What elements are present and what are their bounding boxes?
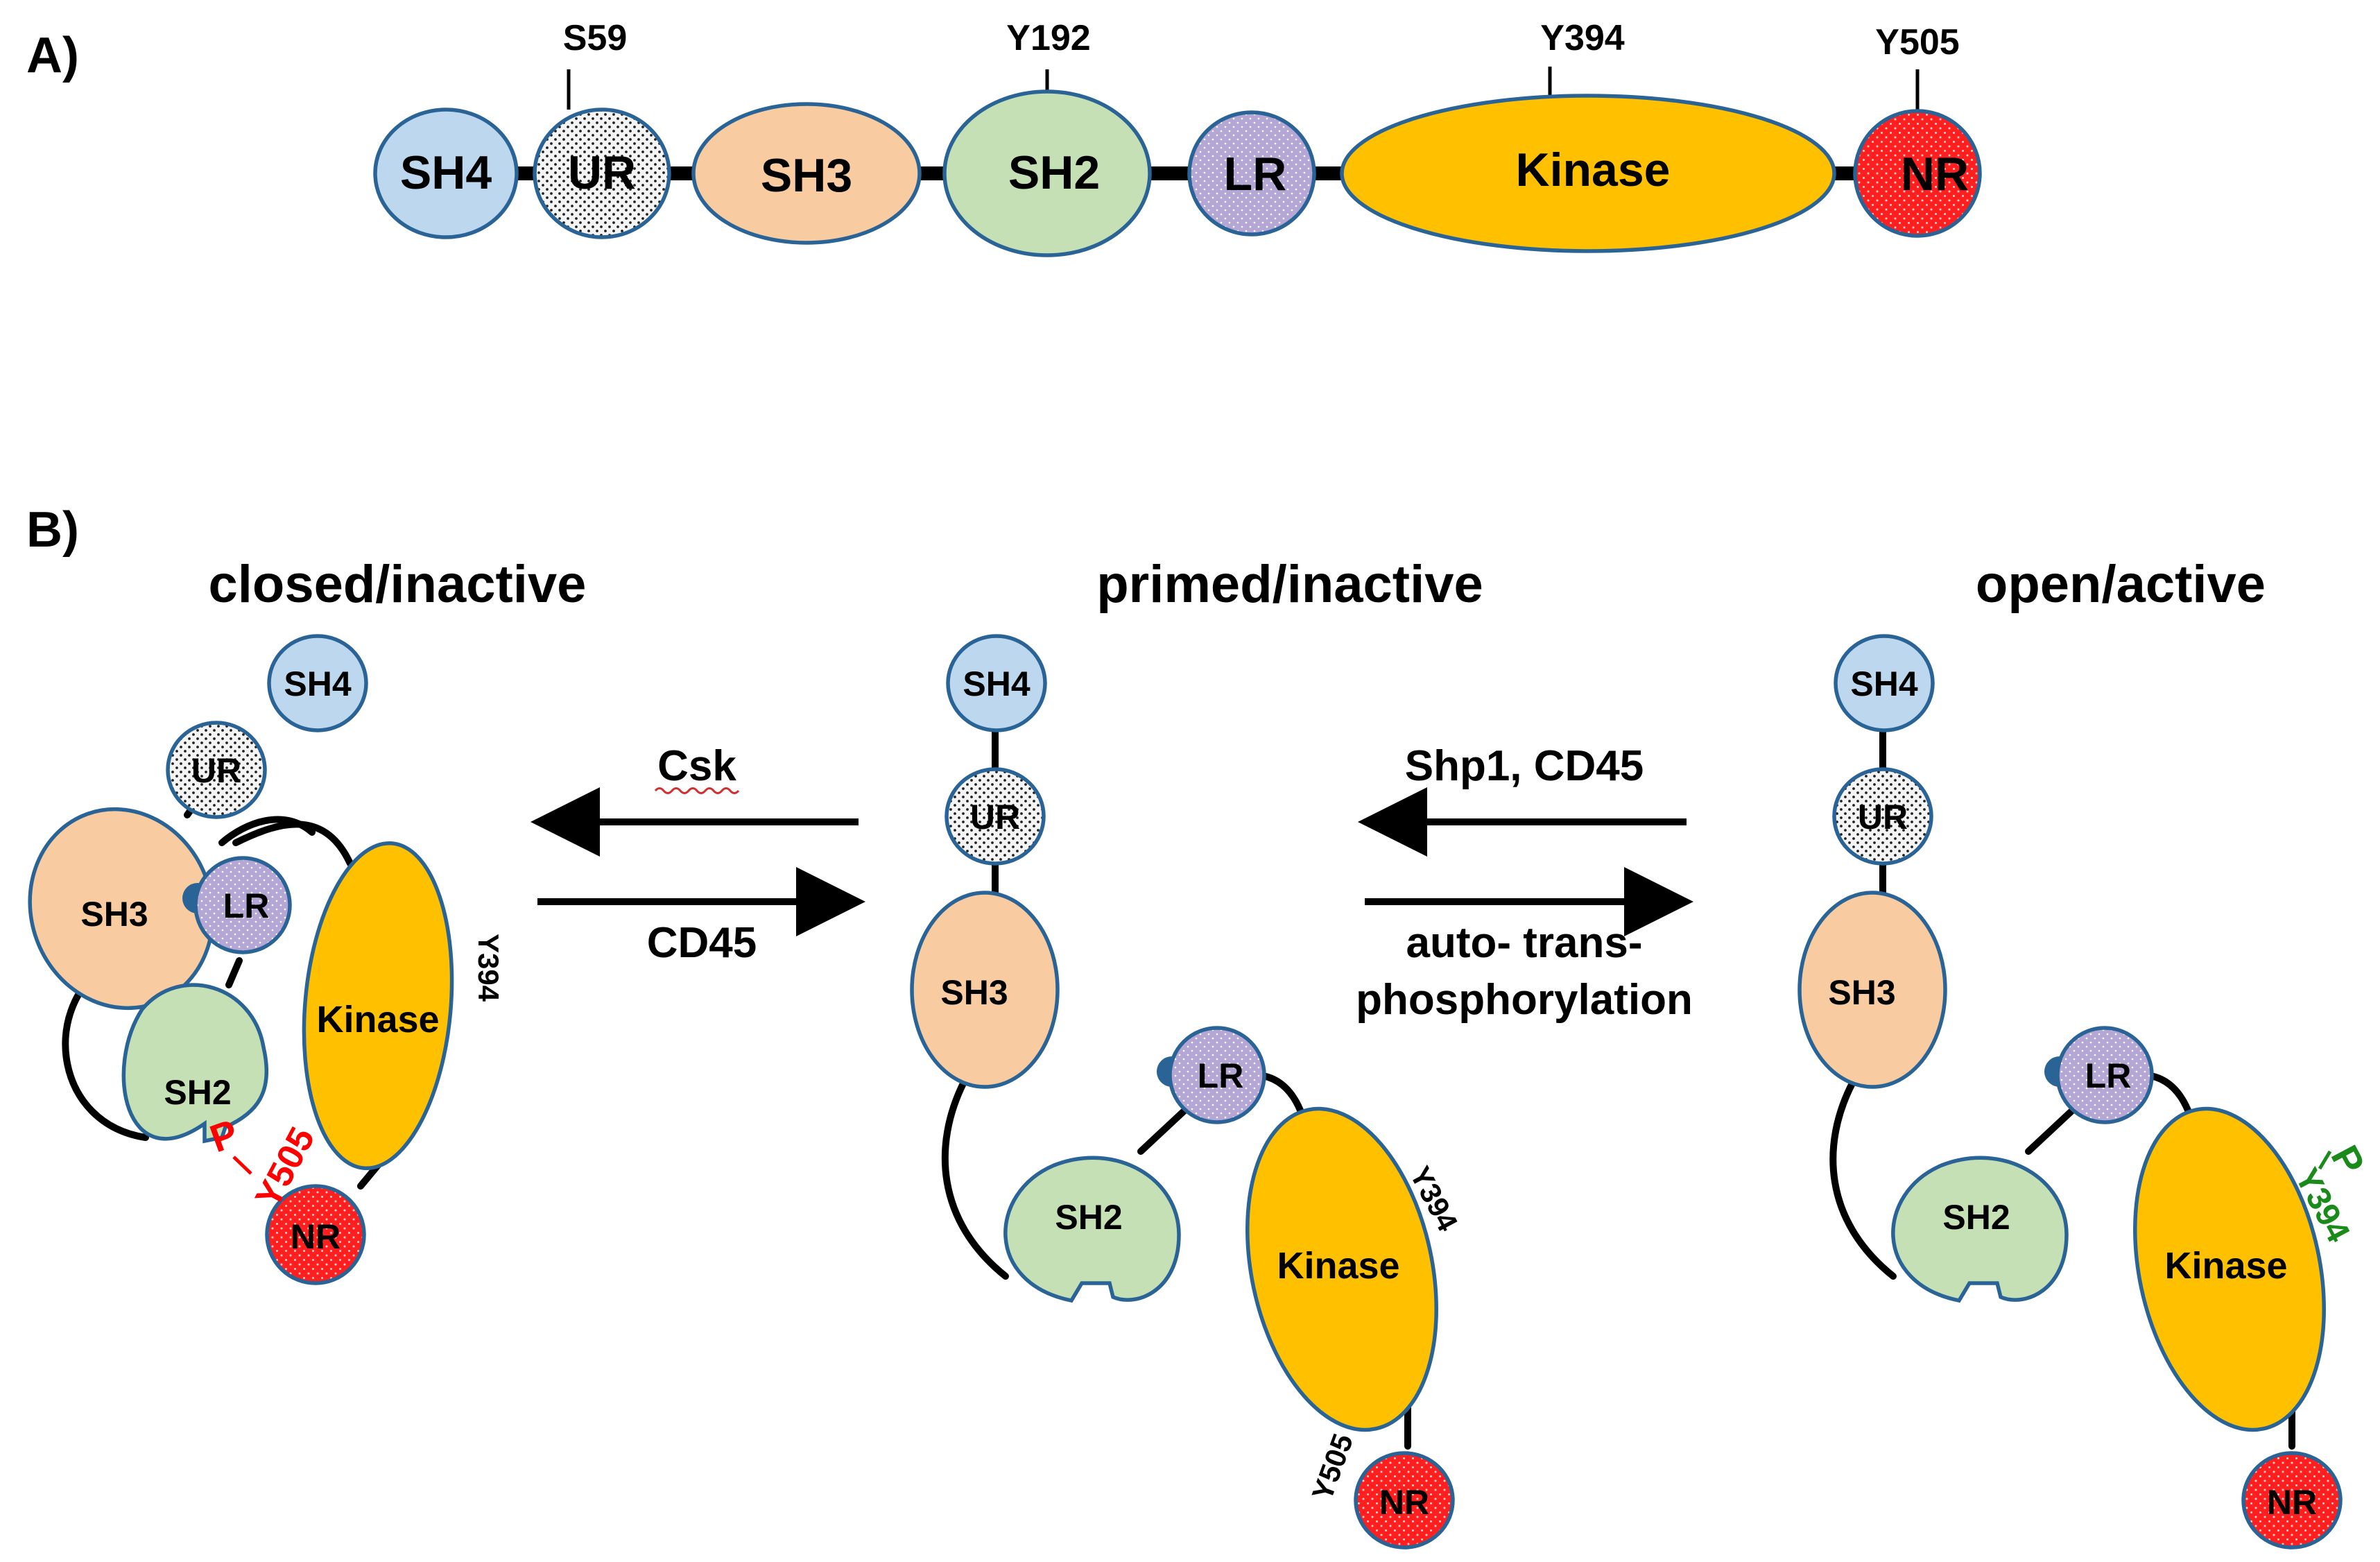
shp1-cd45-label: Shp1, CD45 — [1405, 742, 1644, 790]
nr-label: NR — [2267, 1483, 2317, 1522]
ur-domain — [533, 108, 671, 239]
sh4-domain — [373, 108, 519, 239]
ur-domain — [166, 721, 267, 819]
sh4-label: SH4 — [400, 146, 492, 199]
kinase-label: Kinase — [1277, 1245, 1399, 1287]
nr-label: NR — [291, 1217, 340, 1256]
lr-domain — [193, 856, 292, 954]
sh3-domain — [691, 102, 922, 245]
y192-label: Y192 — [1006, 18, 1090, 58]
sh3-label: SH3 — [80, 895, 148, 934]
ur-domain — [945, 767, 1046, 866]
sh2-domain — [1003, 1156, 1181, 1303]
nr-label: NR — [1901, 148, 1969, 200]
sh2-domain — [121, 983, 268, 1144]
nr-domain — [1853, 109, 1982, 238]
linker — [232, 821, 354, 867]
sh3-label: SH3 — [1828, 973, 1895, 1012]
kinase-label: Kinase — [1516, 144, 1671, 196]
lr-label: LR — [1198, 1056, 1244, 1095]
nr-domain — [2241, 1451, 2343, 1550]
ur-label: UR — [191, 751, 241, 790]
sh2-label: SH2 — [1008, 146, 1100, 199]
linker — [941, 1079, 1009, 1280]
sh4-domain — [267, 634, 368, 732]
phospho-bond — [232, 1156, 252, 1175]
lr-label: LR — [223, 886, 270, 925]
lr-domain — [1168, 1026, 1266, 1124]
ur-label: UR — [970, 798, 1020, 836]
sh4-label: SH4 — [284, 664, 351, 703]
kinase-label: Kinase — [316, 999, 439, 1040]
sh3-domain — [1797, 891, 1947, 1089]
nr-domain — [1354, 1451, 1455, 1550]
closed-state-title: closed/inactive — [209, 555, 587, 614]
ur-label: UR — [1858, 798, 1908, 836]
sh4-label: SH4 — [1850, 664, 1917, 703]
reaction-arrows: Csk CD45 Shp1, CD45 auto- trans- phospho… — [531, 742, 1693, 1024]
y394-label: Y394 — [1540, 18, 1625, 58]
spellcheck-underline — [654, 787, 740, 794]
lr-label: LR — [1224, 148, 1287, 200]
sh2-label: SH2 — [164, 1073, 231, 1112]
sh3-domain — [910, 891, 1060, 1089]
phospho-bond — [2318, 1150, 2332, 1170]
cd45-label: CD45 — [647, 919, 757, 967]
kinase-label: Kinase — [2164, 1245, 2287, 1287]
primed-state: SH4 UR SH3 LR SH2 Kinase NR Y394 Y505 — [910, 634, 1465, 1550]
open-state-title: open/active — [1976, 555, 2266, 614]
primed-state-title: primed/inactive — [1096, 555, 1483, 614]
linker — [1829, 1079, 1897, 1280]
lr-label: LR — [2085, 1056, 2132, 1095]
panel-b-label: B) — [26, 502, 79, 558]
sh3-label: SH3 — [761, 149, 852, 202]
ur-domain — [1832, 767, 1933, 866]
closed-state: SH4 UR SH3 LR Kinase SH2 NR Y394 P Y505 — [28, 634, 505, 1285]
sh4-domain — [1834, 634, 1935, 732]
sh2-label: SH2 — [1942, 1198, 2010, 1237]
phospho-p-label: P — [2322, 1138, 2373, 1182]
lr-domain — [1187, 110, 1316, 237]
ur-label: UR — [568, 146, 636, 199]
y505-label: Y505 — [1875, 22, 1959, 62]
sh2-domain — [1891, 1156, 2069, 1303]
nr-domain — [265, 1184, 366, 1285]
csk-label: Csk — [657, 742, 736, 790]
lr-domain — [2055, 1026, 2154, 1124]
sh4-domain — [946, 634, 1047, 732]
panel-a-label: A) — [26, 28, 79, 83]
kinase-domain — [2133, 1106, 2326, 1432]
kinase-domain — [1245, 1106, 1438, 1432]
kinase-domain — [302, 841, 454, 1171]
sh3-label: SH3 — [940, 973, 1008, 1012]
auto-trans-label: auto- trans- — [1406, 919, 1643, 967]
y394-site-label: Y394 — [472, 934, 505, 1002]
panel-a: A) S59 Y192 Y394 Y505 SH4 UR SH3 SH2 LR … — [26, 18, 1982, 257]
open-state: SH4 UR SH3 LR SH2 Kinase NR Y394 P — [1797, 634, 2374, 1550]
sh4-label: SH4 — [963, 664, 1030, 703]
sh2-label: SH2 — [1055, 1198, 1122, 1237]
y505-site-label: Y505 — [1306, 1430, 1360, 1504]
nr-label: NR — [1379, 1483, 1429, 1522]
phosphorylation-label: phosphorylation — [1356, 976, 1693, 1024]
kinase-domain — [1340, 94, 1836, 253]
linker — [225, 957, 243, 988]
sh2-domain — [942, 89, 1152, 257]
s59-label: S59 — [563, 18, 628, 58]
